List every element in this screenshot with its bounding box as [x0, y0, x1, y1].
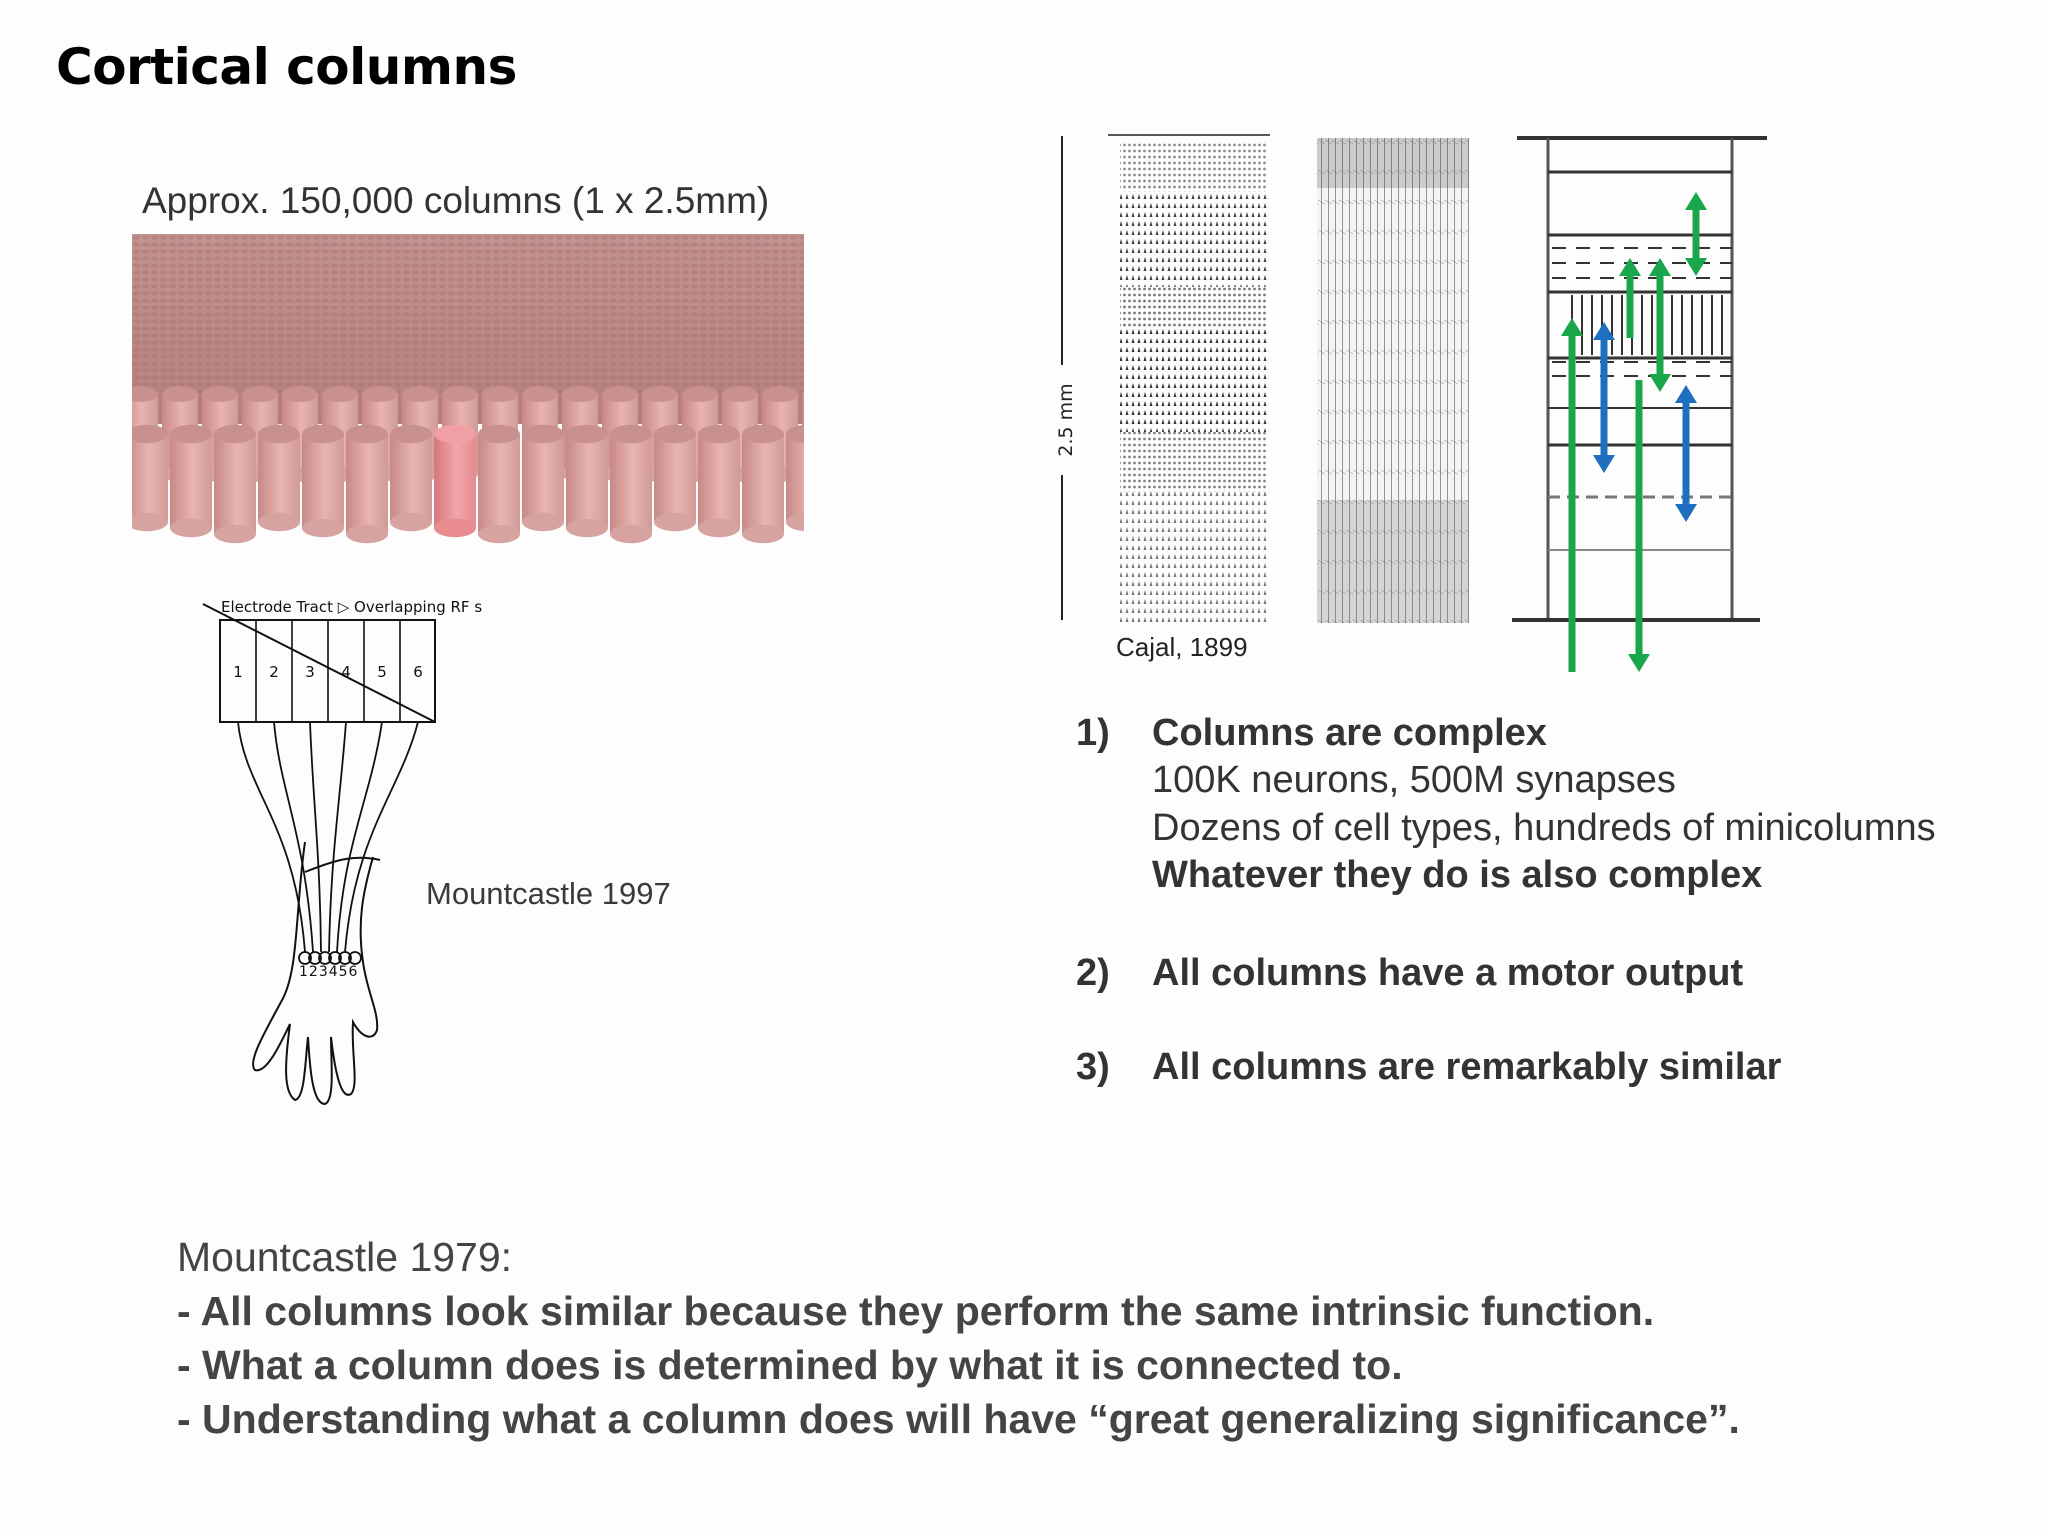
golgi-stain-panel — [1317, 138, 1469, 623]
column-cylinder — [302, 424, 344, 538]
cajal-caption: Cajal, 1899 — [1116, 632, 1248, 662]
point-3-line-1: All columns are remarkably similar — [1152, 1046, 1782, 1088]
column-cylinder — [346, 424, 388, 544]
summary-bullet-2: - What a column does is determined by wh… — [177, 1342, 1403, 1388]
column-cylinder — [566, 424, 608, 538]
point-3-number: 3) — [1076, 1046, 1110, 1088]
point-1-line-4: Whatever they do is also complex — [1152, 854, 1763, 896]
column-cylinder — [390, 424, 432, 532]
connection-arrow-1 — [1685, 192, 1707, 276]
hand-numbers: 123456 — [299, 964, 358, 980]
grid-number-5: 5 — [377, 663, 387, 681]
grid-number-1: 1 — [233, 663, 243, 681]
mountcastle-1979-summary: Mountcastle 1979: - All columns look sim… — [177, 1230, 1740, 1446]
connection-arrow-2 — [1619, 258, 1641, 338]
summary-heading: Mountcastle 1979: — [177, 1234, 513, 1280]
connection-arrow-5 — [1628, 380, 1650, 672]
column-cylinder — [214, 424, 256, 544]
electrode-line — [202, 603, 436, 723]
nerve-fibers — [237, 721, 419, 953]
point-1-number: 1) — [1076, 712, 1110, 754]
mountcastle-1997-caption: Mountcastle 1997 — [426, 876, 671, 911]
electrode-tract-header: Electrode Tract ▷ Overlapping RF s — [221, 598, 482, 616]
point-1-line-3: Dozens of cell types, hundreds of minico… — [1152, 807, 1936, 849]
point-1-line-1: Columns are complex — [1152, 712, 1547, 754]
column-cylinder — [478, 424, 520, 544]
column-cylinder — [170, 424, 212, 538]
grid-number-2: 2 — [269, 663, 279, 681]
connection-arrow-6 — [1593, 322, 1615, 473]
hand-electrode-figure: Electrode Tract ▷ Overlapping RF s 1 2 3… — [202, 598, 482, 1106]
cajal-layers-figure: 2.5 mm — [1052, 134, 1767, 672]
hand-outline — [252, 841, 381, 1106]
connection-arrow-4 — [1561, 318, 1583, 672]
column-cylinder — [786, 424, 804, 532]
point-1-line-2: 100K neurons, 500M synapses — [1152, 759, 1676, 801]
columns-caption: Approx. 150,000 columns (1 x 2.5mm) — [142, 180, 770, 221]
grid-number-4: 4 — [341, 663, 351, 681]
column-cylinder — [258, 424, 300, 532]
connection-arrows — [1561, 192, 1707, 672]
grid-number-3: 3 — [305, 663, 315, 681]
column-cylinder — [610, 424, 652, 544]
column-cylinder — [698, 424, 740, 538]
connection-arrow-3 — [1649, 258, 1671, 392]
column-cylinder — [522, 424, 564, 532]
scale-label: 2.5 mm — [1055, 383, 1077, 456]
grid-number-6: 6 — [413, 663, 423, 681]
column-cylinder — [654, 424, 696, 532]
connection-arrow-7 — [1675, 385, 1697, 522]
column-cylinder — [132, 424, 168, 532]
point-2-line-1: All columns have a motor output — [1152, 952, 1744, 994]
summary-bullet-1: - All columns look similar because they … — [177, 1288, 1655, 1334]
nissl-stain-panel — [1108, 134, 1270, 623]
summary-bullet-3: - Understanding what a column does will … — [177, 1396, 1740, 1442]
highlighted-column — [434, 424, 476, 538]
cortical-columns-rendering — [132, 234, 804, 544]
point-2-number: 2) — [1076, 952, 1110, 994]
receptive-field-circles — [298, 951, 362, 965]
column-cylinder — [742, 424, 784, 544]
slide-title: Cortical columns — [56, 38, 517, 96]
